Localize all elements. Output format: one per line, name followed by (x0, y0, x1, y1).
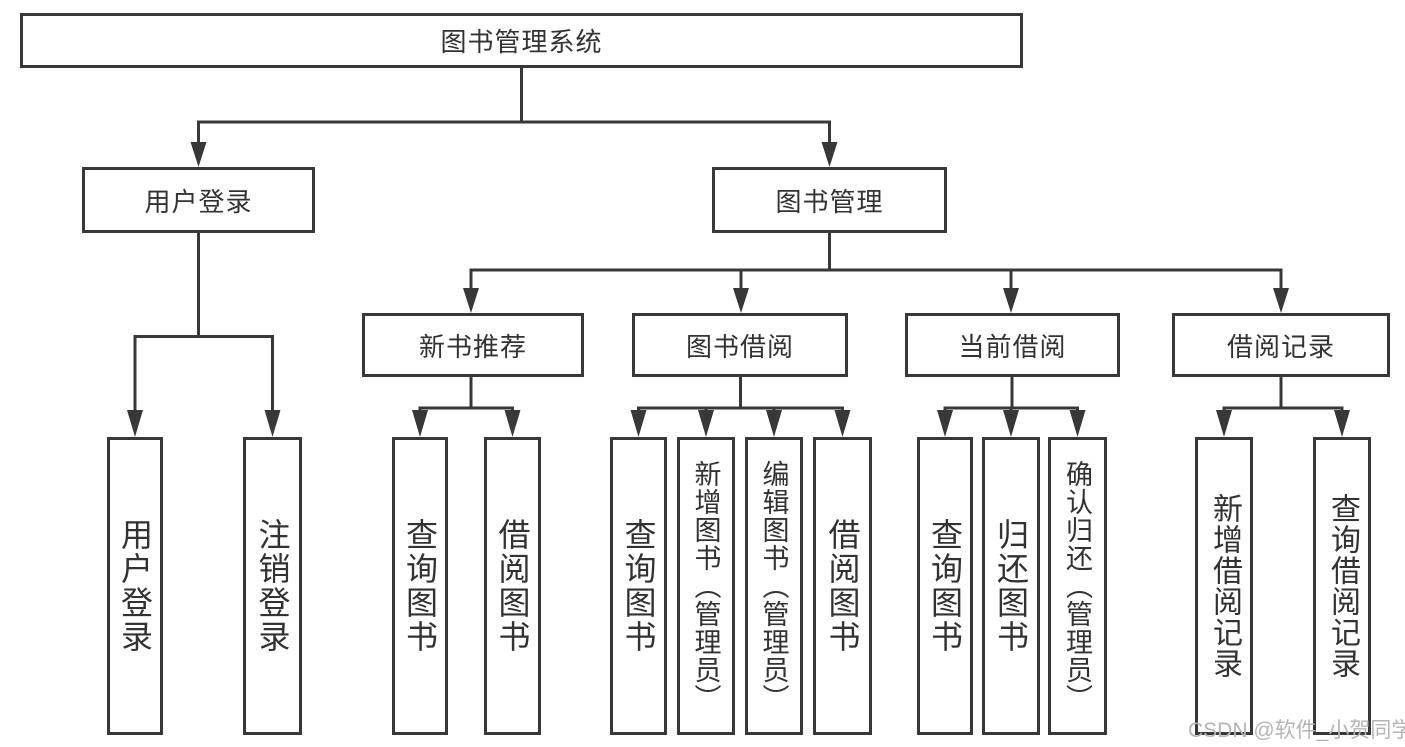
arrowhead-icon (821, 142, 838, 167)
arrowhead-icon (127, 410, 143, 437)
node-add-borrow-record: 新增借阅记录 (1195, 437, 1253, 735)
arrowhead-icon (1273, 288, 1289, 313)
node-logout-label: 注销登录 (254, 518, 291, 654)
node-borrow-books-2: 借阅图书 (813, 437, 872, 735)
arrowhead-icon (766, 410, 782, 437)
node-query-books-2-label: 查询图书 (620, 518, 657, 654)
node-query-books-2: 查询图书 (610, 437, 667, 735)
node-query-books-3: 查询图书 (917, 437, 973, 735)
connector-user-login-branch (133, 233, 274, 412)
connector-book-mgmt-branch (469, 233, 1283, 289)
node-new-book-recommend: 新书推荐 (362, 313, 584, 377)
node-add-books-admin: 新增图书（管理员） (677, 437, 735, 735)
node-borrow-books-2-label: 借阅图书 (824, 518, 861, 654)
connector-root-to-level2 (197, 68, 831, 144)
node-query-borrow-record: 查询借阅记录 (1313, 437, 1371, 735)
node-user-login: 用户登录 (107, 437, 163, 735)
arrowhead-icon (190, 142, 207, 167)
node-confirm-return-admin-label: 确认归还（管理员） (1062, 460, 1092, 712)
connector-new-book-rec-branch (418, 377, 514, 412)
node-user-login-branch: 用户登录 (82, 167, 315, 233)
arrowhead-icon (1003, 410, 1019, 437)
arrowhead-icon (463, 288, 479, 313)
arrowhead-icon (1334, 410, 1350, 437)
node-current-borrowing-label: 当前借阅 (958, 331, 1067, 362)
connector-current-borrow-branch (943, 377, 1079, 412)
node-book-management-branch-label: 图书管理 (775, 186, 884, 217)
node-borrowing-records-label: 借阅记录 (1226, 331, 1335, 362)
arrowhead-icon (412, 410, 428, 437)
arrowhead-icon (264, 410, 281, 437)
arrowhead-icon (1069, 410, 1086, 437)
node-logout: 注销登录 (243, 437, 302, 735)
node-library-system-label: 图书管理系统 (440, 27, 603, 57)
node-current-borrowing: 当前借阅 (905, 313, 1120, 377)
node-new-book-recommend-label: 新书推荐 (418, 331, 527, 362)
node-edit-books-admin: 编辑图书（管理员） (745, 437, 803, 735)
node-query-borrow-record-label: 查询借阅记录 (1326, 493, 1359, 679)
arrowhead-icon (698, 410, 714, 437)
node-borrow-books-1-label: 借阅图书 (494, 518, 531, 654)
connector-borrow-records-branch (1222, 377, 1344, 412)
arrowhead-icon (630, 410, 647, 437)
connector-book-borrow-branch (637, 377, 844, 412)
node-query-books-1: 查询图书 (392, 437, 448, 735)
node-return-books-label: 归还图书 (993, 518, 1029, 654)
node-book-management-branch: 图书管理 (712, 167, 947, 233)
node-library-system: 图书管理系统 (20, 13, 1023, 68)
node-query-books-1-label: 查询图书 (402, 518, 438, 654)
node-confirm-return-admin: 确认归还（管理员） (1048, 437, 1107, 735)
node-borrow-books-1: 借阅图书 (484, 437, 541, 735)
node-edit-books-admin-label: 编辑图书（管理员） (758, 460, 789, 712)
node-user-login-branch-label: 用户登录 (144, 186, 253, 217)
node-user-login-label: 用户登录 (117, 518, 153, 654)
arrowhead-icon (504, 410, 521, 437)
arrowhead-icon (937, 410, 953, 437)
node-return-books: 归还图书 (982, 437, 1040, 735)
node-add-books-admin-label: 新增图书（管理员） (690, 460, 721, 712)
arrowhead-icon (1003, 288, 1019, 313)
node-borrowing-records: 借阅记录 (1172, 313, 1390, 377)
arrowhead-icon (834, 410, 851, 437)
csdn-watermark: CSDN @软件_小贺同学 (1188, 719, 1405, 742)
node-query-books-3-label: 查询图书 (927, 518, 963, 654)
node-add-borrow-record-label: 新增借阅记录 (1208, 493, 1241, 679)
node-book-borrowing-label: 图书借阅 (685, 331, 794, 362)
arrowhead-icon (1216, 410, 1232, 437)
arrowhead-icon (733, 288, 749, 313)
node-book-borrowing: 图书借阅 (632, 313, 848, 377)
